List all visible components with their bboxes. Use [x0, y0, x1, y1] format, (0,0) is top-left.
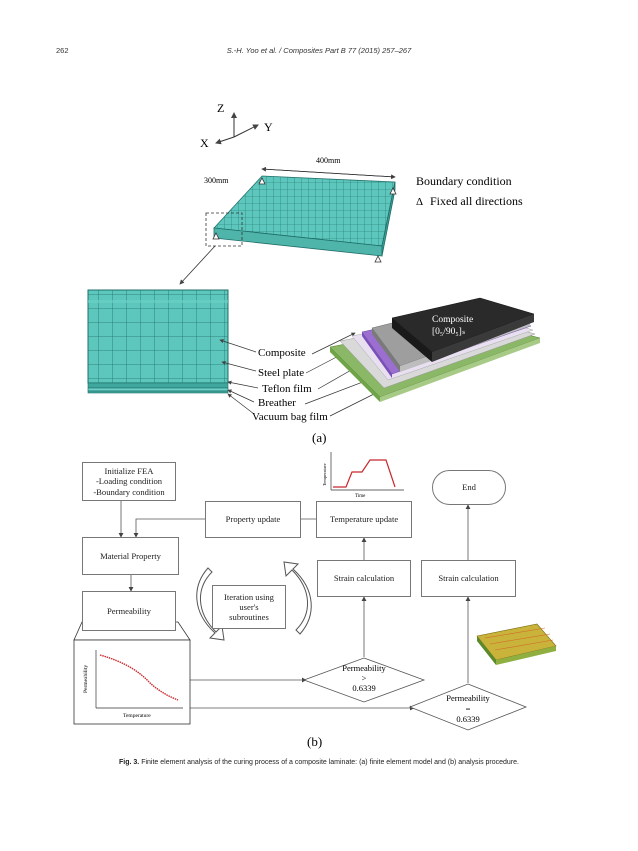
init-fea-box: Initialize FEA -Loading condition -Bound…	[82, 462, 176, 501]
dim-width-label: 300mm	[204, 176, 229, 185]
page-number: 262	[56, 46, 69, 55]
permeability-box: Permeability	[82, 591, 176, 631]
layer-label-teflon-film: Teflon film	[262, 383, 312, 395]
axis-x-label: X	[200, 136, 209, 150]
stack-composite-label: Composite	[432, 315, 473, 325]
page-header: 262 S.-H. Yoo et al. / Composites Part B…	[0, 46, 638, 60]
boundary-marker	[212, 232, 220, 240]
boundary-marker	[389, 187, 397, 195]
layer-label-steel-plate: Steel plate	[258, 367, 304, 379]
zoom-box	[205, 212, 243, 247]
mini-chart-xlabel-time: Time	[355, 494, 366, 499]
diamond-1-line-3: 0.6339	[352, 683, 375, 693]
material-property-text: Material Property	[100, 550, 161, 561]
laminate-thumbnail	[476, 623, 557, 665]
boundary-marker	[258, 177, 266, 185]
strain-calculation-text-1: Strain calculation	[333, 573, 395, 584]
zoomed-mesh	[87, 289, 229, 394]
mini-chart-ylabel-permeability: Permeability	[83, 665, 89, 693]
zoom-arrow	[179, 245, 216, 285]
diamond-1-line-2: >	[362, 673, 367, 683]
panel-b-label: (b)	[307, 734, 322, 749]
decision-diamond-1	[302, 657, 426, 703]
temperature-update-box: Temperature update	[316, 501, 412, 538]
layer-label-breather: Breather	[258, 397, 296, 409]
iteration-box: Iteration using user's subroutines	[212, 585, 286, 629]
diamond-1-line-1: Permeability	[342, 663, 386, 673]
stack-layup-label: [0₅/90₅]ₛ	[432, 327, 466, 337]
axis-y-label: Y	[264, 120, 273, 134]
boundary-title: Boundary condition	[416, 174, 512, 188]
iteration-line-1: Iteration using	[224, 591, 274, 602]
permeability-text: Permeability	[107, 605, 151, 616]
init-line-1: Initialize FEA	[104, 466, 154, 477]
init-line-2: -Loading condition	[95, 476, 163, 487]
decision-diamond-2	[408, 683, 528, 731]
axis-triad	[215, 112, 259, 145]
mini-temperature-chart	[330, 452, 404, 491]
init-line-3: -Boundary condition	[93, 486, 165, 497]
iteration-arrows	[196, 561, 312, 641]
figure-label: Fig. 3.	[119, 759, 140, 766]
diamond-2-line-1: Permeability	[446, 693, 490, 703]
strain-calculation-box-2: Strain calculation	[421, 560, 516, 597]
temperature-update-text: Temperature update	[329, 514, 399, 525]
strain-calculation-text-2: Strain calculation	[438, 573, 499, 584]
boundary-symbol: Δ	[416, 196, 423, 208]
layer-label-vacuum-bag: Vacuum bag film	[252, 411, 328, 423]
layer-label-composite: Composite	[258, 347, 306, 359]
material-property-box: Material Property	[82, 537, 179, 575]
boundary-text: Fixed all directions	[430, 194, 523, 208]
permeability-chart-callout	[73, 621, 191, 725]
end-text: End	[462, 482, 476, 493]
mini-chart-ylabel-temperature: Temperature	[322, 463, 327, 486]
property-update-box: Property update	[205, 501, 301, 538]
panel-a-label: (a)	[312, 430, 326, 445]
mini-chart-xlabel-temperature: Temperature	[123, 713, 151, 719]
diamond-2-line-2: =	[466, 704, 471, 714]
figure-caption: Fig. 3. Finite element analysis of the c…	[0, 759, 638, 766]
flow-connectors	[118, 501, 471, 711]
strain-calculation-box-1: Strain calculation	[317, 560, 411, 597]
figure-caption-text: Finite element analysis of the curing pr…	[141, 759, 519, 766]
running-citation: S.-H. Yoo et al. / Composites Part B 77 …	[226, 46, 412, 55]
property-update-text: Property update	[225, 514, 281, 525]
fe-mesh-plate	[213, 175, 396, 257]
diamond-2-line-3: 0.6339	[456, 714, 479, 724]
boundary-marker	[374, 255, 382, 263]
dim-length-label: 400mm	[316, 156, 341, 165]
iteration-line-2: user's	[239, 601, 259, 612]
end-terminal: End	[432, 470, 506, 505]
iteration-line-3: subroutines	[229, 612, 269, 623]
layer-stack	[329, 297, 541, 402]
axis-z-label: Z	[217, 101, 224, 115]
